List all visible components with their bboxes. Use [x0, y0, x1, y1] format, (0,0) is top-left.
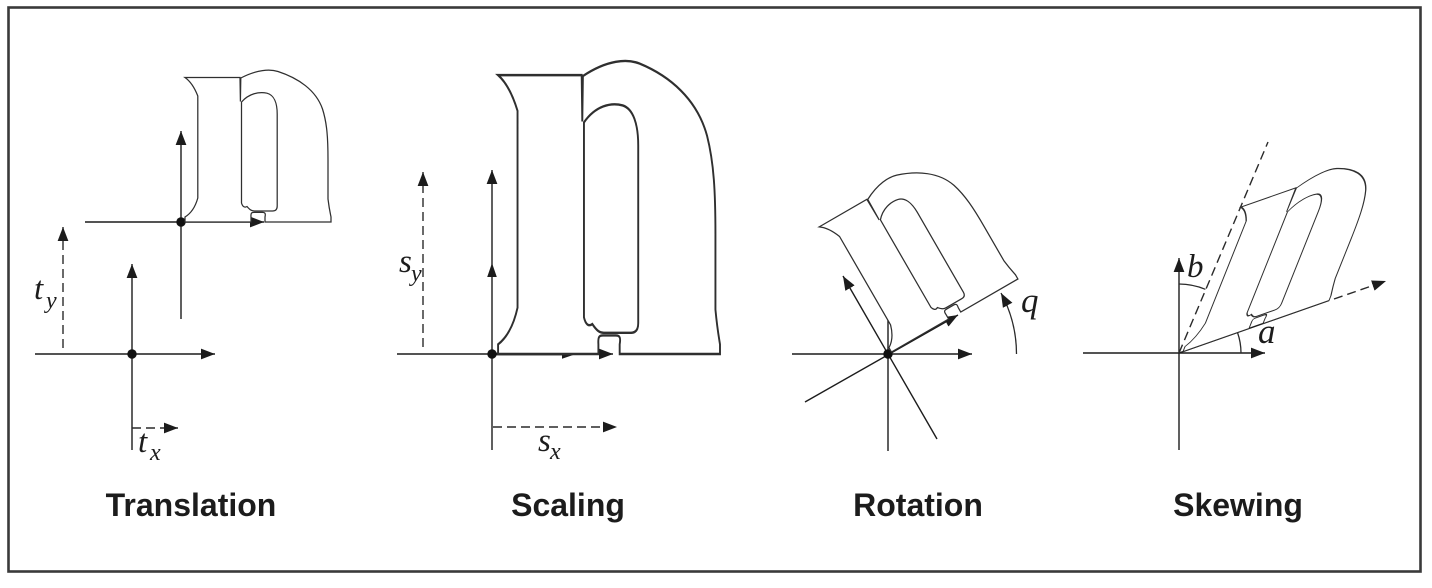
label-sy-sub: y — [409, 261, 422, 287]
y-axis-skewed — [1178, 141, 1269, 354]
label-ty: t — [34, 271, 44, 307]
panel-translation: t y t x Translation — [34, 69, 332, 523]
x-axis-rotated — [804, 314, 959, 403]
x-axis-skewed-extension — [1333, 280, 1387, 300]
origin-dot — [127, 349, 137, 359]
y-axis-unit-arrowhead — [487, 263, 497, 277]
label-sy: s — [399, 244, 412, 280]
caption-translation: Translation — [106, 487, 277, 523]
skew-angle-b-arc — [1178, 283, 1206, 290]
label-tx: t — [138, 424, 148, 460]
origin-dot — [883, 349, 893, 359]
caption-scaling: Scaling — [511, 487, 625, 523]
label-q: q — [1021, 281, 1039, 320]
origin-dot — [487, 349, 497, 359]
caption-skewing: Skewing — [1173, 487, 1303, 523]
label-ty-sub: y — [44, 288, 57, 314]
label-sx-sub: x — [549, 439, 561, 465]
label-tx-sub: x — [149, 440, 161, 466]
label-sx: s — [538, 423, 551, 459]
skew-angle-a-arc — [1236, 332, 1242, 354]
origin-dot-translated — [176, 217, 186, 227]
caption-rotation: Rotation — [853, 487, 983, 523]
label-a: a — [1258, 312, 1276, 351]
panel-scaling: s y s x Scaling — [397, 59, 722, 523]
panel-rotation: q Rotation — [792, 146, 1039, 523]
rotation-angle-arc — [1000, 292, 1018, 355]
label-b: b — [1187, 249, 1204, 285]
panel-skewing: b a Skewing — [1083, 141, 1391, 523]
